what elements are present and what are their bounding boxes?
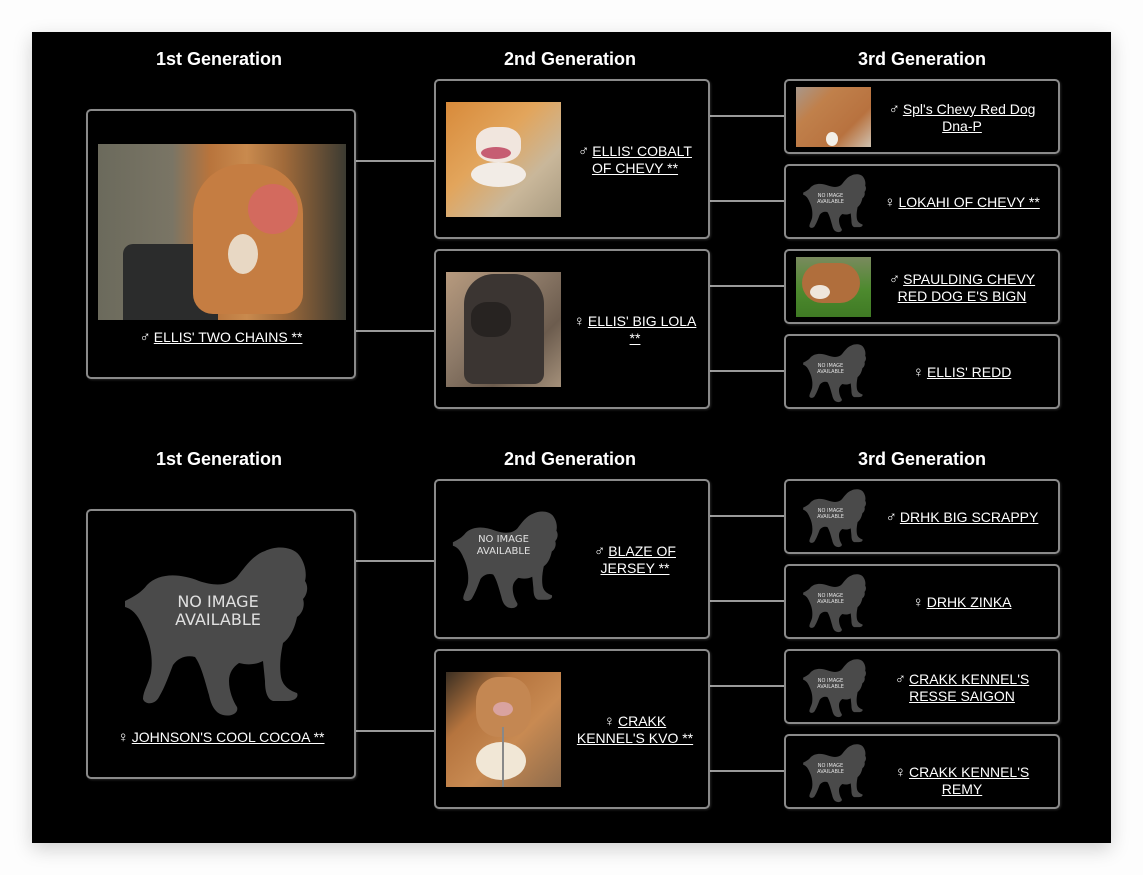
dog-label: ♂BLAZE OF JERSEY ** [570,543,700,577]
connector-line [709,600,785,602]
dog-silhouette-icon [446,502,561,617]
dog-silhouette-icon [108,541,318,721]
dog-name-link[interactable]: JOHNSON'S COOL COCOA ** [131,729,325,745]
dog-name-link[interactable]: ELLIS' BIG LOLA ** [587,313,697,346]
dog-label: ♂ELLIS' COBALT OF CHEVY ** [570,143,700,177]
dog-photo[interactable] [446,272,561,387]
gen2-dog-card: ♂ELLIS' COBALT OF CHEVY ** [434,79,710,239]
dog-name-link[interactable]: DRHK ZINKA [926,594,1012,610]
female-icon: ♀ [894,764,907,781]
dog-name-link[interactable]: BLAZE OF JERSEY ** [600,543,676,576]
connector-line [709,200,785,202]
connector-line [356,560,434,562]
connector-line [709,515,785,517]
male-icon: ♂ [594,543,606,560]
dog-label: ♂SPAULDING CHEVY RED DOG E'S BIGN [874,271,1050,305]
pedigree-panel: 1st Generation 2nd Generation 3rd Genera… [32,32,1111,843]
connector-line [709,685,785,687]
dog-name-link[interactable]: DRHK BIG SCRAPPY [899,509,1039,525]
gen2-dog-card: ♀CRAKK KENNEL'S KVO ** [434,649,710,809]
male-icon: ♂ [888,271,901,288]
dog-photo[interactable] [796,87,871,147]
connector-line [356,330,434,332]
dog-label: ♀DRHK ZINKA [874,594,1050,611]
female-icon: ♀ [912,364,924,381]
male-icon: ♂ [894,671,907,688]
dog-label: ♂CRAKK KENNEL'S RESSE SAIGON [874,671,1050,705]
dog-label: ♀LOKAHI OF CHEVY ** [874,194,1050,211]
gen3-heading: 3rd Generation [857,49,987,69]
dog-name-link[interactable]: CRAKK KENNEL'S RESSE SAIGON [909,671,1030,704]
gen2-heading: 2nd Generation [503,49,637,69]
dog-name-link[interactable]: LOKAHI OF CHEVY ** [898,194,1040,210]
female-icon: ♀ [573,313,585,330]
dog-label: ♂DRHK BIG SCRAPPY [874,509,1050,526]
dog-label: ♂ELLIS' TWO CHAINS ** [88,329,354,347]
dog-label: ♀CRAKK KENNEL'S KVO ** [570,713,700,747]
female-icon: ♀ [884,194,896,211]
dog-name-link[interactable]: Spl's Chevy Red Dog Dna-P [902,101,1036,134]
dog-label: ♂Spl's Chevy Red Dog Dna-P [874,101,1050,135]
female-icon: ♀ [117,729,129,746]
dog-photo[interactable] [446,672,561,787]
connector-line [709,770,785,772]
gen3-dog-card: ♂SPAULDING CHEVY RED DOG E'S BIGN [784,249,1060,324]
dog-label: ♀CRAKK KENNEL'S REMY [874,764,1050,798]
dog-label: ♀ELLIS' BIG LOLA ** [570,313,700,347]
dog-name-link[interactable]: ELLIS' TWO CHAINS ** [153,329,303,345]
gen2-dog-card: ♀ELLIS' BIG LOLA ** [434,249,710,409]
connector-line [709,370,785,372]
connector-line [356,730,434,732]
gen1-dog-card: ♂ELLIS' TWO CHAINS ** [86,109,356,379]
gen3-heading: 3rd Generation [857,449,987,469]
female-icon: ♀ [603,713,615,730]
dog-photo[interactable] [446,102,561,217]
male-icon: ♂ [139,329,151,346]
dog-name-link[interactable]: CRAKK KENNEL'S REMY [909,764,1030,797]
male-icon: ♂ [888,101,900,118]
male-icon: ♂ [885,509,897,526]
gen1-heading: 1st Generation [155,49,283,69]
connector-line [356,160,434,162]
dog-photo[interactable] [98,144,346,320]
female-icon: ♀ [912,594,924,611]
dog-name-link[interactable]: ELLIS' REDD [926,364,1012,380]
gen3-dog-card: ♂Spl's Chevy Red Dog Dna-P [784,79,1060,154]
dog-name-link[interactable]: CRAKK KENNEL'S KVO ** [576,713,694,746]
gen2-heading: 2nd Generation [503,449,637,469]
dog-label: ♀ELLIS' REDD [874,364,1050,381]
connector-line [709,285,785,287]
dog-name-link[interactable]: ELLIS' COBALT OF CHEVY ** [591,143,692,176]
gen1-heading: 1st Generation [155,449,283,469]
dog-photo[interactable] [796,257,871,317]
male-icon: ♂ [578,143,590,160]
connector-line [709,115,785,117]
dog-name-link[interactable]: SPAULDING CHEVY RED DOG E'S BIGN [897,271,1036,304]
dog-label: ♀JOHNSON'S COOL COCOA ** [88,729,354,747]
